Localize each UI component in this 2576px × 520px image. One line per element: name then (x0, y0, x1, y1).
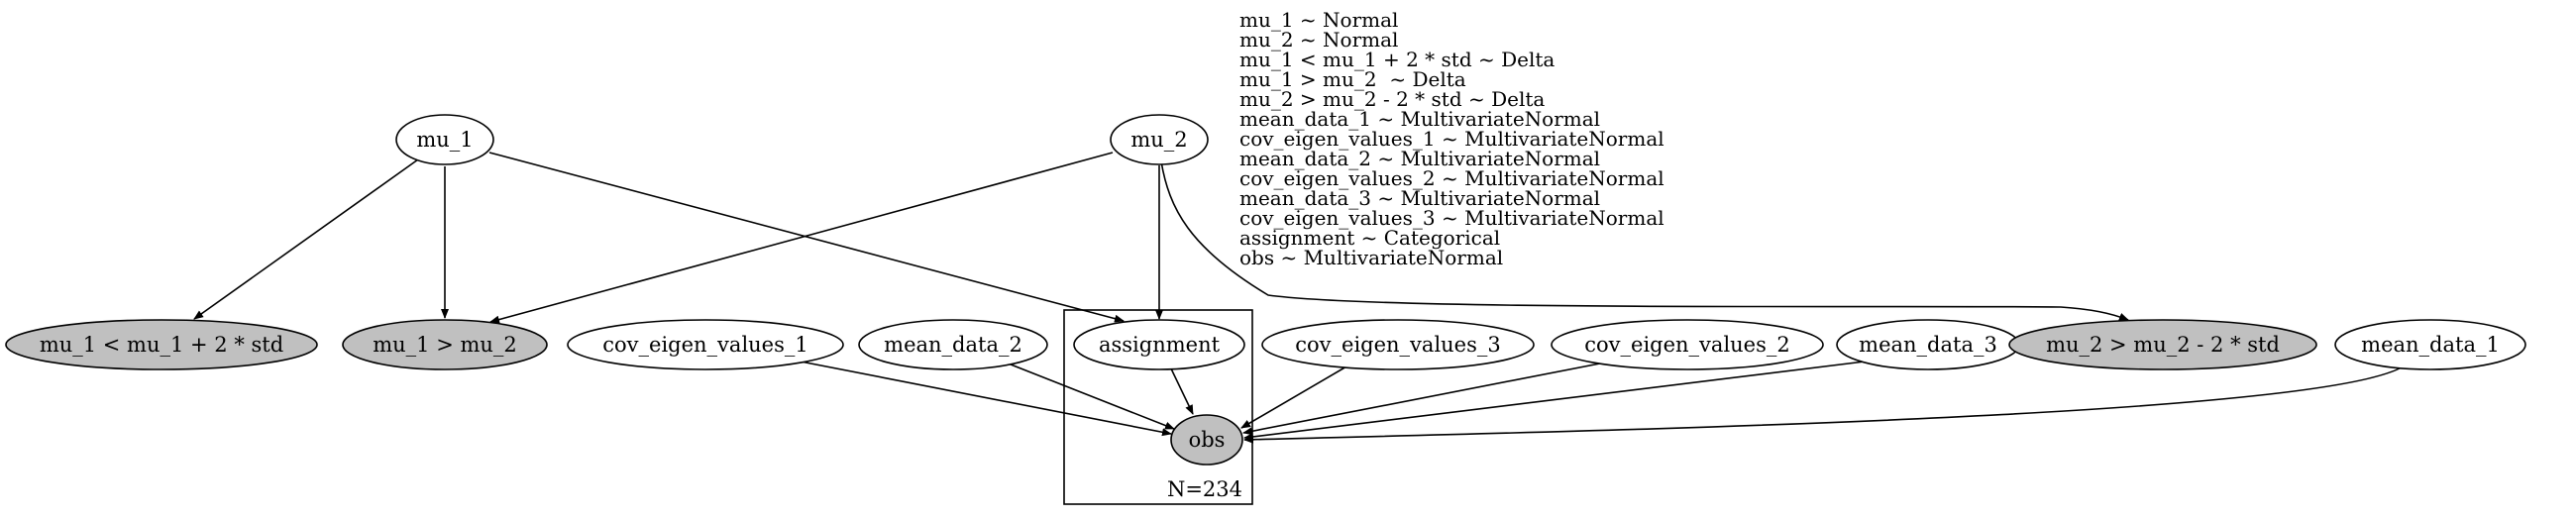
plate-label: N=234 (1167, 477, 1242, 501)
legend-line: mu_2 > mu_2 - 2 * std ~ Delta (1239, 87, 1545, 111)
node-cov-eigen-values-2-label: cov_eigen_values_2 (1584, 333, 1790, 357)
legend-line: obs ~ MultivariateNormal (1239, 246, 1503, 269)
legend-line: cov_eigen_values_2 ~ MultivariateNormal (1239, 166, 1664, 190)
node-cov-eigen-values-3-label: cov_eigen_values_3 (1295, 333, 1501, 357)
legend-line: mean_data_3 ~ MultivariateNormal (1239, 186, 1600, 210)
node-assignment: assignment (1073, 319, 1245, 370)
node-mu-1-label: mu_1 (416, 128, 473, 152)
node-constraint-a-label: mu_1 < mu_1 + 2 * std (40, 333, 283, 357)
edge-assignment-obs (1168, 364, 1194, 415)
legend-line: cov_eigen_values_3 ~ MultivariateNormal (1239, 206, 1664, 230)
node-mean-data-1-label: mean_data_1 (2361, 333, 2500, 357)
edge-cov3-obs (1240, 362, 1354, 429)
edge-mean3-obs (1243, 360, 1874, 441)
node-mu-2: mu_2 (1110, 114, 1209, 165)
node-constraint-c-label: mu_2 > mu_2 - 2 * std (2046, 333, 2280, 357)
node-cov-eigen-values-2: cov_eigen_values_2 (1551, 319, 1824, 370)
edge-cov1-obs (795, 360, 1172, 437)
node-obs-label: obs (1189, 428, 1226, 452)
legend-line: mu_2 ~ Normal (1239, 28, 1398, 52)
edge-mu2-con-b (489, 152, 1114, 324)
node-mean-data-3: mean_data_3 (1836, 319, 2020, 370)
legend-line: mu_1 < mu_1 + 2 * std ~ Delta (1239, 48, 1555, 71)
node-constraint-a: mu_1 < mu_1 + 2 * std (5, 319, 318, 370)
legend-line: mean_data_2 ~ MultivariateNormal (1239, 147, 1600, 170)
node-cov-eigen-values-1-label: cov_eigen_values_1 (602, 333, 808, 357)
node-mean-data-2: mean_data_2 (858, 319, 1048, 370)
node-mean-data-3-label: mean_data_3 (1859, 333, 1997, 357)
edge-mu1-assignment (488, 152, 1125, 323)
legend-line: cov_eigen_values_1 ~ MultivariateNormal (1239, 127, 1664, 151)
distribution-legend: mu_1 ~ Normal mu_2 ~ Normal mu_1 < mu_1 … (1239, 8, 1664, 269)
node-assignment-label: assignment (1099, 333, 1221, 357)
edge-cov2-obs (1242, 362, 1606, 436)
node-constraint-b: mu_1 > mu_2 (342, 319, 548, 370)
legend-line: mean_data_1 ~ MultivariateNormal (1239, 107, 1600, 131)
legend-line: mu_1 ~ Normal (1239, 8, 1398, 32)
node-constraint-b-label: mu_1 > mu_2 (373, 333, 517, 357)
node-obs: obs (1170, 414, 1243, 466)
node-mean-data-2-label: mean_data_2 (884, 333, 1022, 357)
node-cov-eigen-values-3: cov_eigen_values_3 (1261, 319, 1535, 370)
edge-mean2-obs (1000, 360, 1175, 430)
node-mu-1: mu_1 (395, 114, 494, 165)
node-mean-data-1: mean_data_1 (2334, 319, 2526, 370)
edge-mu1-con-a (193, 158, 419, 320)
edge-mu2-con-c (1160, 160, 2129, 321)
edges (193, 152, 2411, 444)
node-cov-eigen-values-1: cov_eigen_values_1 (567, 319, 844, 370)
legend-line: assignment ~ Categorical (1239, 226, 1500, 250)
node-mu-2-label: mu_2 (1130, 128, 1187, 152)
node-constraint-c: mu_2 > mu_2 - 2 * std (2008, 319, 2317, 370)
edge-mean1-obs (1243, 360, 2411, 444)
legend-line: mu_1 > mu_2 ~ Delta (1239, 67, 1466, 91)
